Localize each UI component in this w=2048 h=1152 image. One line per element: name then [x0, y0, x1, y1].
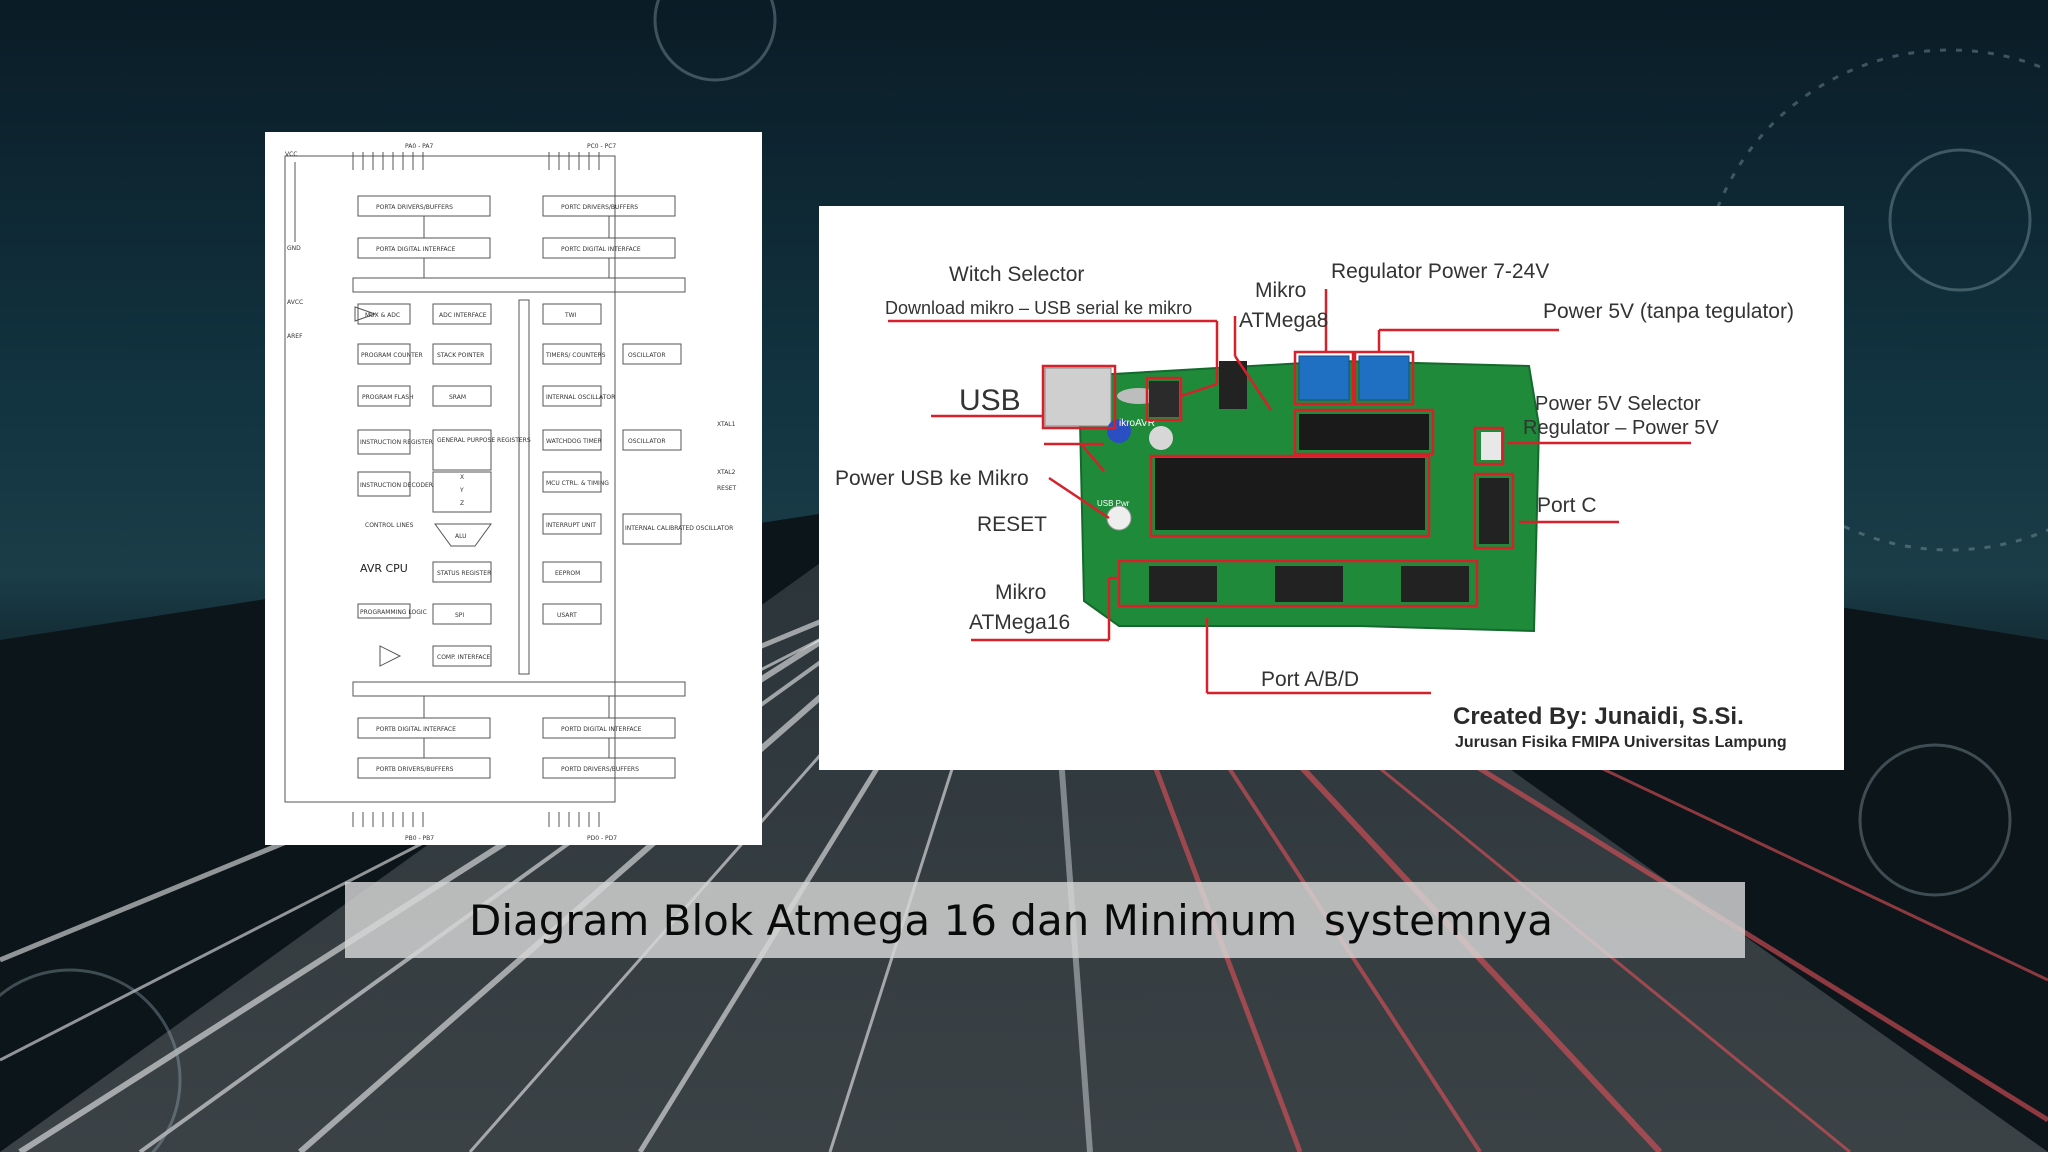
label-witch-selector: Witch Selector: [949, 263, 1084, 286]
block-mcu-ctrl: MCU CTRL. & TIMING: [546, 480, 609, 487]
register-y: Y: [459, 487, 464, 494]
block-portd-drivers: PORTD DRIVERS/BUFFERS: [561, 766, 639, 773]
block-status-register: STATUS REGISTER: [437, 570, 491, 577]
port-c-label: PC0 - PC7: [587, 143, 616, 150]
block-portc-digital: PORTC DIGITAL INTERFACE: [561, 246, 641, 253]
pin-gnd: GND: [287, 245, 301, 252]
avr-cpu-label: AVR CPU: [360, 562, 408, 575]
block-programming-logic: PROGRAMMING LOGIC: [360, 609, 427, 616]
slide-caption: Diagram Blok Atmega 16 dan Minimum syste…: [469, 896, 1554, 945]
block-comp-interface: COMP. INTERFACE: [437, 654, 491, 661]
label-power-usb: Power USB ke Mikro: [835, 467, 1029, 490]
block-oscillator-2: OSCILLATOR: [628, 438, 666, 445]
port-a-header: [1149, 566, 1217, 602]
block-internal-oscillator: INTERNAL OSCILLATOR: [546, 394, 615, 401]
minimum-system-board-panel: ikroAVR USB Pwr: [819, 206, 1844, 770]
pin-xtal2: XTAL2: [717, 469, 736, 476]
pin-vcc: VCC: [285, 151, 297, 158]
board-annotated-photo: ikroAVR USB Pwr: [835, 260, 1794, 751]
capacitor-1: [1107, 419, 1131, 443]
pin-avcc: AVCC: [287, 299, 303, 306]
label-reset: RESET: [977, 513, 1047, 536]
block-interrupt-unit: INTERRUPT UNIT: [546, 522, 596, 529]
block-stack-pointer: STACK POINTER: [437, 352, 484, 359]
block-calibrated-oscillator: INTERNAL CALIBRATED OSCILLATOR: [625, 525, 733, 532]
block-portd-digital: PORTD DIGITAL INTERFACE: [561, 726, 642, 733]
block-usart: USART: [557, 612, 577, 619]
label-port-c: Port C: [1537, 494, 1597, 517]
label-download-mikro: Download mikro – USB serial ke mikro: [885, 298, 1192, 318]
block-portc-drivers: PORTC DRIVERS/BUFFERS: [561, 204, 638, 211]
reset-button: [1106, 505, 1132, 531]
port-b-label: PB0 - PB7: [405, 835, 434, 842]
block-program-counter: PROGRAM COUNTER: [361, 352, 423, 359]
block-porta-digital: PORTA DIGITAL INTERFACE: [376, 246, 456, 253]
usb-connector: [1044, 367, 1112, 427]
block-twi: TWI: [564, 312, 577, 319]
caption-bar: Diagram Blok Atmega 16 dan Minimum syste…: [345, 882, 1745, 958]
label-usb: USB: [959, 384, 1021, 417]
block-gp-registers: GENERAL PURPOSE REGISTERS: [437, 437, 531, 444]
label-regulator-power: Regulator Power 7-24V: [1331, 260, 1549, 283]
label-power-5v-selector-2: Regulator – Power 5V: [1523, 417, 1719, 439]
atmega8-chip: [1299, 414, 1429, 450]
block-instruction-decoder: INSTRUCTION DECODER: [360, 482, 433, 489]
label-mikro-atmega16-1: Mikro: [995, 581, 1046, 604]
block-diagram-drawing: PA0 - PA7 PC0 - PC7 PB0 - PB7 PD0 - PD7 …: [284, 143, 737, 842]
atmega16-block-diagram: PA0 - PA7 PC0 - PC7 PB0 - PB7 PD0 - PD7 …: [265, 132, 762, 845]
register-x: X: [460, 474, 464, 481]
block-spi: SPI: [455, 612, 464, 619]
label-power-5v: Power 5V (tanpa tegulator): [1543, 300, 1794, 323]
port-d-label: PD0 - PD7: [587, 835, 617, 842]
block-porta-drivers: PORTA DRIVERS/BUFFERS: [376, 204, 453, 211]
block-portb-digital: PORTB DIGITAL INTERFACE: [376, 726, 456, 733]
power-5v-selector-jumper: [1481, 432, 1501, 460]
capacitor-2: [1149, 426, 1173, 450]
block-oscillator-1: OSCILLATOR: [628, 352, 666, 359]
port-b-header: [1275, 566, 1343, 602]
block-instruction-register: INSTRUCTION REGISTER: [360, 439, 433, 446]
label-mikro-atmega16-2: ATMega16: [969, 611, 1070, 634]
port-d-header: [1401, 566, 1469, 602]
block-mux-adc: MUX & ADC: [365, 312, 400, 319]
credit-name: Created By: Junaidi, S.Si.: [1453, 703, 1744, 730]
pin-reset: RESET: [717, 485, 737, 492]
label-mikro-atmega8-1: Mikro: [1255, 279, 1306, 302]
atmega16-chip: [1155, 458, 1425, 530]
port-a-label: PA0 - PA7: [405, 143, 433, 150]
block-adc-interface: ADC INTERFACE: [439, 312, 487, 319]
silkscreen-brand: ikroAVR: [1119, 418, 1155, 429]
credit-affiliation: Jurusan Fisika FMIPA Universitas Lampung: [1455, 734, 1787, 751]
block-watchdog: WATCHDOG TIMER: [546, 438, 602, 445]
block-control-lines: CONTROL LINES: [365, 522, 414, 529]
block-program-flash: PROGRAM FLASH: [362, 394, 414, 401]
port-c-header: [1479, 478, 1509, 544]
block-alu: ALU: [455, 533, 467, 540]
witch-selector-switch: [1149, 381, 1179, 417]
block-sram: SRAM: [449, 394, 466, 401]
terminal-block-2: [1358, 355, 1410, 401]
block-eeprom: EEPROM: [555, 570, 580, 577]
label-mikro-atmega8-2: ATMega8: [1239, 309, 1329, 332]
label-power-5v-selector-1: Power 5V Selector: [1535, 393, 1701, 415]
block-portb-drivers: PORTB DRIVERS/BUFFERS: [376, 766, 454, 773]
pin-aref: AREF: [287, 333, 303, 340]
block-timers: TIMERS/ COUNTERS: [545, 352, 606, 359]
silkscreen-usb-pwr: USB Pwr: [1097, 499, 1130, 508]
terminal-block-1: [1298, 355, 1350, 401]
register-z: Z: [460, 500, 464, 507]
label-port-abd: Port A/B/D: [1261, 668, 1359, 691]
pin-xtal1: XTAL1: [717, 421, 736, 428]
